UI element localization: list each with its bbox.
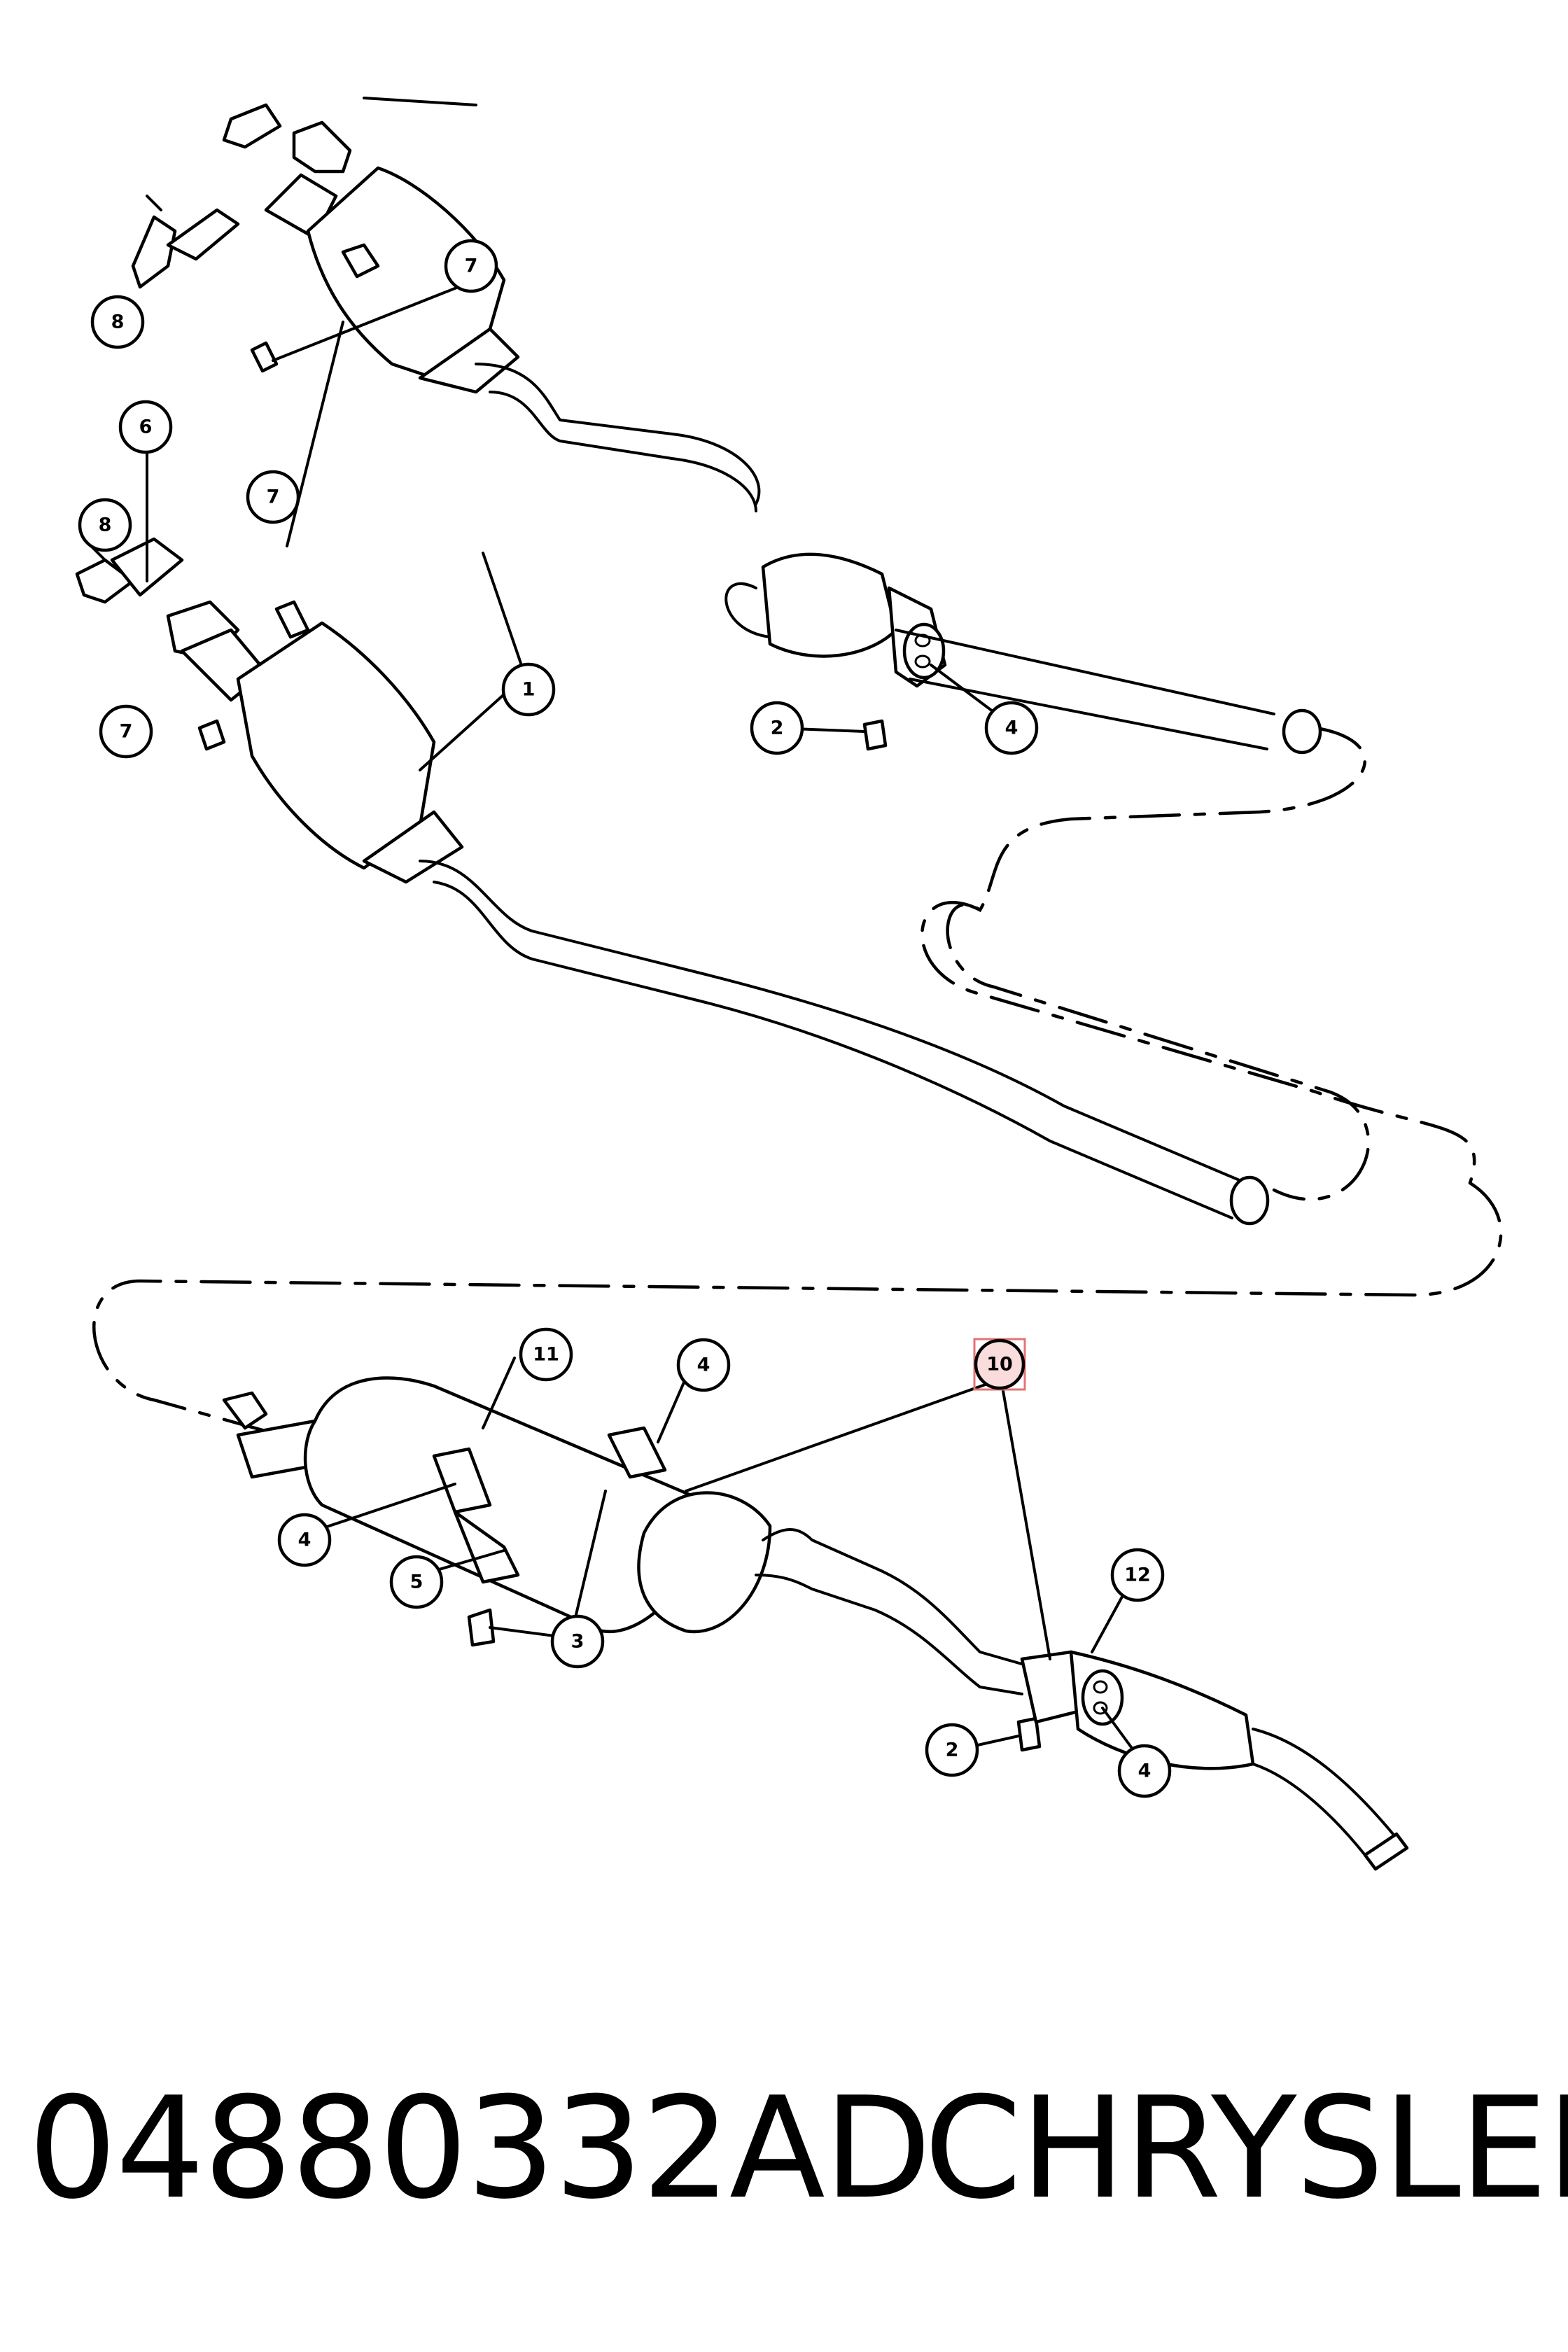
callout-4-left-muffler[interactable]: 4 — [277, 1513, 332, 1567]
routing-dash-loop-right — [920, 901, 1476, 1185]
svg-text:7: 7 — [267, 486, 280, 508]
svg-text:6: 6 — [139, 416, 153, 438]
svg-text:5: 5 — [410, 1572, 424, 1593]
callout-11[interactable]: 11 — [519, 1327, 573, 1382]
callout-2-lower[interactable]: 2 — [925, 1723, 979, 1777]
callout-7-left[interactable]: 7 — [99, 704, 153, 759]
leader-lines — [146, 97, 1142, 1762]
svg-text:4: 4 — [298, 1530, 312, 1551]
callout-7-middle[interactable]: 7 — [246, 470, 300, 524]
callout-4-upper[interactable]: 4 — [984, 701, 1039, 755]
routing-dash-line — [92, 726, 1503, 1437]
callout-5[interactable]: 5 — [389, 1555, 444, 1609]
svg-text:4: 4 — [697, 1354, 710, 1376]
svg-text:4: 4 — [1138, 1760, 1152, 1782]
svg-text:7: 7 — [465, 255, 478, 277]
callout-10-highlighted[interactable]: 10 — [973, 1338, 1026, 1391]
callout-4-top-muffler[interactable]: 4 — [676, 1338, 731, 1392]
callout-8-lower[interactable]: 8 — [78, 498, 132, 552]
callout-6[interactable]: 6 — [118, 400, 173, 454]
callout-2-upper[interactable]: 2 — [750, 701, 804, 755]
svg-text:7: 7 — [120, 721, 133, 743]
callout-8-top[interactable]: 8 — [90, 295, 145, 349]
svg-text:2: 2 — [771, 718, 784, 739]
catalytic-converter-upper — [222, 103, 761, 512]
svg-text:2: 2 — [946, 1740, 959, 1761]
svg-text:12: 12 — [1124, 1564, 1151, 1586]
callout-7-top[interactable]: 7 — [444, 239, 498, 293]
callout-4-tail[interactable]: 4 — [1117, 1744, 1172, 1798]
svg-text:4: 4 — [1005, 718, 1018, 739]
callout-1[interactable]: 1 — [501, 662, 556, 717]
callout-12[interactable]: 12 — [1110, 1548, 1165, 1602]
svg-text:8: 8 — [99, 514, 112, 536]
callout-3[interactable]: 3 — [550, 1614, 605, 1669]
brand-name: CHRYSLER — [924, 2067, 1568, 2230]
svg-text:3: 3 — [571, 1631, 584, 1653]
svg-text:10: 10 — [986, 1354, 1013, 1376]
svg-text:11: 11 — [533, 1344, 559, 1366]
muffler-assembly — [222, 1376, 1409, 1871]
part-number: 04880332AD — [28, 2067, 932, 2230]
svg-text:1: 1 — [522, 679, 536, 701]
catalytic-converter-lower — [166, 600, 1270, 1226]
upper-pipe-assembly — [724, 552, 1322, 755]
svg-text:8: 8 — [111, 312, 125, 333]
part-caption: 04880332AD CHRYSLER — [28, 2058, 1568, 2240]
